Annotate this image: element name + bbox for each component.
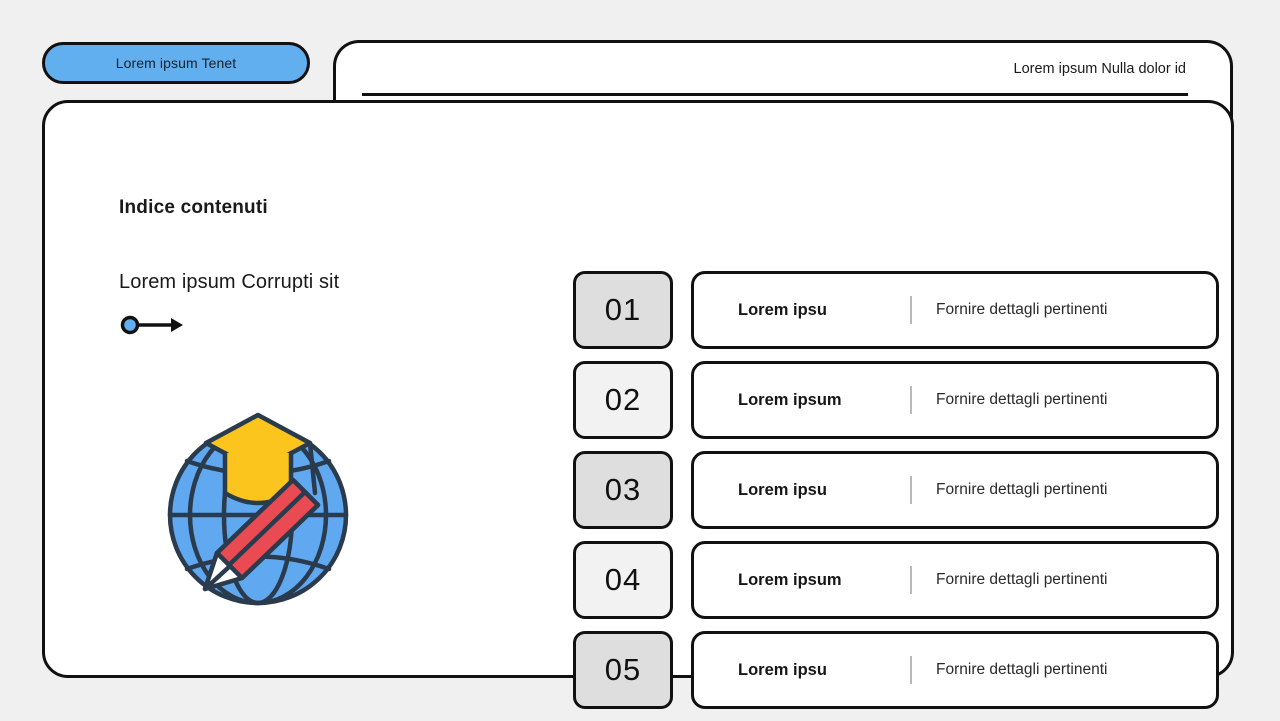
main-content-card: Indice contenuti Lorem ipsum Corrupti si… [42,100,1234,709]
list-item-title: Lorem ipsum [738,390,842,409]
list-item-divider [910,566,912,594]
list-item-divider [910,476,912,504]
list-item-title: Lorem ipsu [738,660,827,679]
list-item-detail: Fornire dettagli pertinenti [936,481,1108,498]
list-item[interactable]: 05 Lorem ipsu Fornire dettagli pertinent… [573,631,1219,709]
list-item-number: 01 [604,292,642,327]
list-item-number: 04 [604,562,642,597]
list-item-divider [910,296,912,324]
list-item-body[interactable]: Lorem ipsu Fornire dettagli pertinenti [691,271,1219,349]
list-item-number-box: 05 [573,631,673,709]
header-underline [362,93,1188,96]
list-item-number-box: 01 [573,271,673,349]
list-item-title: Lorem ipsum [738,570,842,589]
list-item[interactable]: 04 Lorem ipsum Fornire dettagli pertinen… [573,541,1219,619]
header-title: Lorem ipsum Nulla dolor id [1013,61,1186,77]
list-item-number: 05 [604,652,642,687]
list-item-number-box: 02 [573,361,673,439]
list-item-title: Lorem ipsu [738,480,827,499]
list-item[interactable]: 02 Lorem ipsum Fornire dettagli pertinen… [573,361,1219,439]
page-title: Indice contenuti [119,197,268,218]
list-item-detail: Fornire dettagli pertinenti [936,301,1108,318]
list-item-divider [910,386,912,414]
content-list: 01 Lorem ipsu Fornire dettagli pertinent… [573,271,1219,721]
list-item[interactable]: 03 Lorem ipsu Fornire dettagli pertinent… [573,451,1219,529]
list-item-title: Lorem ipsu [738,300,827,319]
list-item[interactable]: 01 Lorem ipsu Fornire dettagli pertinent… [573,271,1219,349]
globe-graduation-pencil-illustration [143,353,373,613]
arrow-right-icon [120,315,183,335]
list-item-number-box: 03 [573,451,673,529]
left-column: Indice contenuti Lorem ipsum Corrupti si… [119,197,449,336]
tab-label: Lorem ipsum Tenet [115,55,237,71]
tab-lorem-ipsum-tenet[interactable]: Lorem ipsum Tenet [42,42,310,84]
list-item-detail: Fornire dettagli pertinenti [936,571,1108,588]
list-item-body[interactable]: Lorem ipsum Fornire dettagli pertinenti [691,361,1219,439]
list-item-number-box: 04 [573,541,673,619]
list-item-divider [910,656,912,684]
subtitle: Lorem ipsum Corrupti sit [119,271,340,293]
list-item-body[interactable]: Lorem ipsu Fornire dettagli pertinenti [691,451,1219,529]
list-item-number: 02 [604,382,642,417]
list-item-number: 03 [604,472,642,507]
arrow-row [119,314,449,336]
list-item-detail: Fornire dettagli pertinenti [936,391,1108,408]
list-item-body[interactable]: Lorem ipsum Fornire dettagli pertinenti [691,541,1219,619]
list-item-body[interactable]: Lorem ipsu Fornire dettagli pertinenti [691,631,1219,709]
list-item-detail: Fornire dettagli pertinenti [936,661,1108,678]
